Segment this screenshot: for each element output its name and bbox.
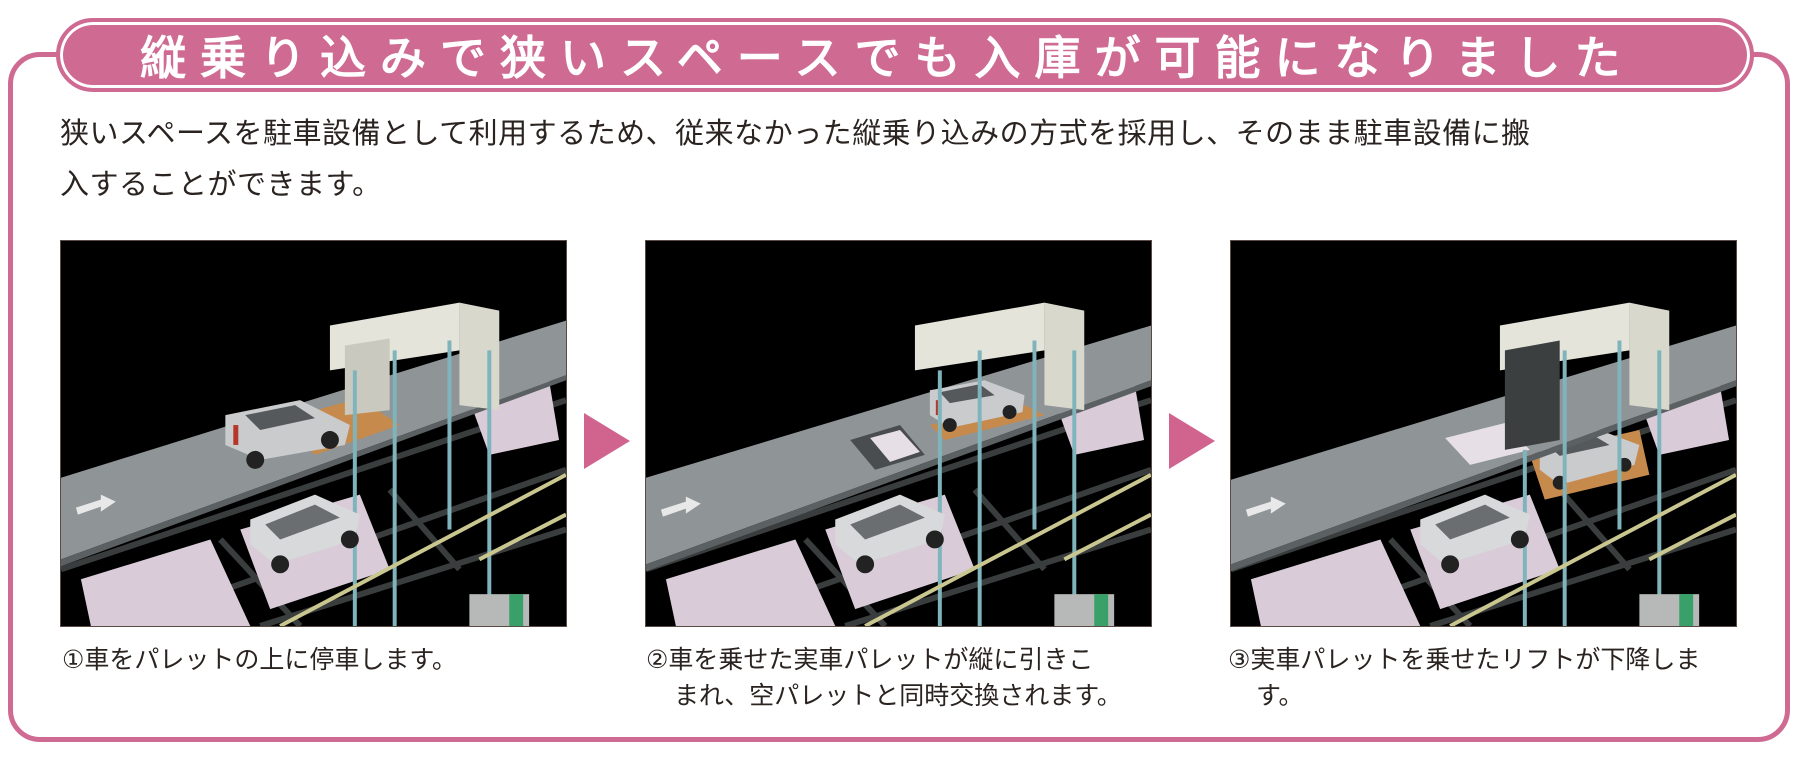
step-2-image bbox=[645, 240, 1152, 627]
caption-line: まれ、空パレットと同時交換されます。 bbox=[674, 681, 1122, 710]
step-2-caption: ②車を乗せた実車パレットが縦に引きこ まれ、空パレットと同時交換されます。 bbox=[646, 642, 1166, 714]
page-title: 縦乗り込みで狭いスペースでも入庫が可能になりました bbox=[140, 31, 1635, 85]
step-3-caption: ③実車パレットを乗せたリフトが下降しま す。 bbox=[1228, 642, 1748, 714]
title-banner: 縦乗り込みで狭いスペースでも入庫が可能になりました bbox=[56, 18, 1754, 92]
caption-line: す。 bbox=[1256, 681, 1304, 710]
caption-line: ①車をパレットの上に停車します。 bbox=[62, 645, 457, 674]
caption-line: ③実車パレットを乗せたリフトが下降しま bbox=[1228, 645, 1701, 674]
step-1-caption: ①車をパレットの上に停車します。 bbox=[62, 642, 582, 678]
parking-illustration-icon bbox=[646, 241, 1151, 626]
parking-illustration-icon bbox=[61, 241, 566, 626]
next-step-arrow-icon bbox=[1169, 413, 1215, 469]
step-1-image bbox=[60, 240, 567, 627]
intro-line-2: 入することができます。 bbox=[60, 167, 382, 201]
intro-paragraph: 狭いスペースを駐車設備として利用するため、従来なかった縦乗り込みの方式を採用し、… bbox=[60, 108, 1760, 210]
step-3-image bbox=[1230, 240, 1737, 627]
caption-line: ②車を乗せた実車パレットが縦に引きこ bbox=[646, 645, 1094, 674]
parking-illustration-icon bbox=[1231, 241, 1736, 626]
next-step-arrow-icon bbox=[584, 413, 630, 469]
intro-line-1: 狭いスペースを駐車設備として利用するため、従来なかった縦乗り込みの方式を採用し、… bbox=[60, 116, 1531, 150]
